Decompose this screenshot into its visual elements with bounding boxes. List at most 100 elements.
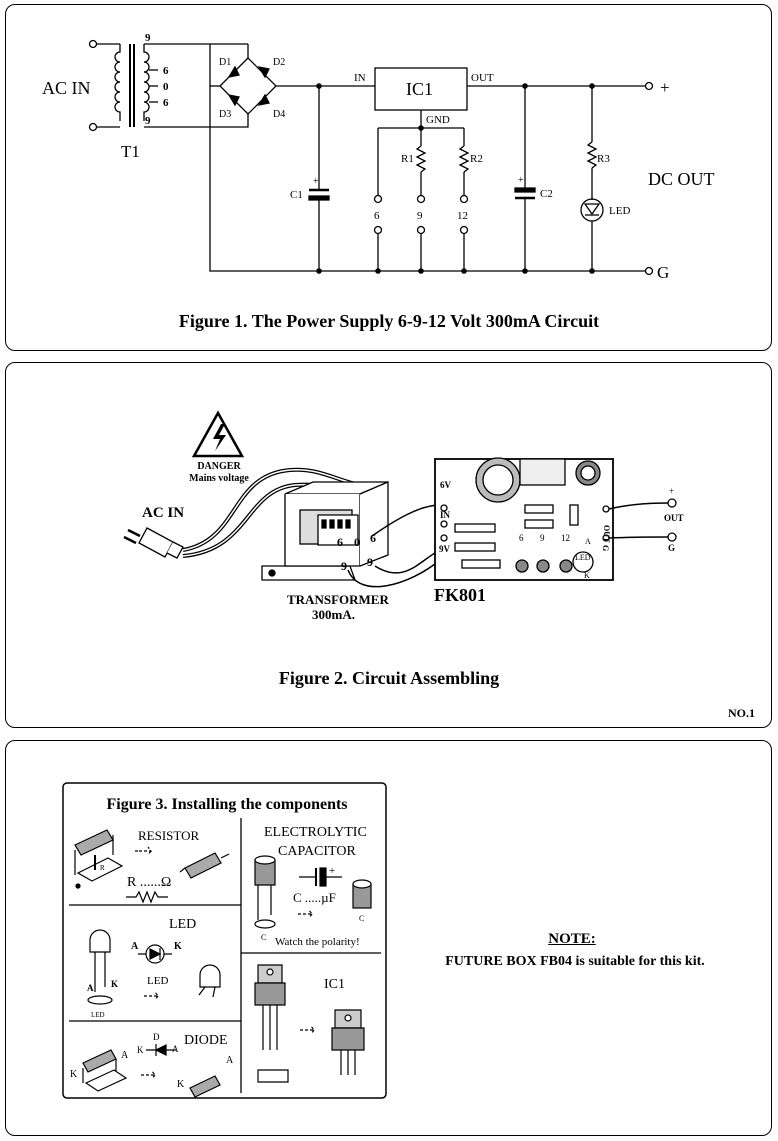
page-number: NO.1 — [728, 706, 755, 720]
board-jumper-9: 9 — [540, 533, 545, 543]
danger-label: DANGER — [197, 461, 241, 472]
schematic-panel — [5, 4, 772, 351]
assembly-illustration: DANGER Mains voltage AC IN 6 0 6 9 9 TRA… — [123, 410, 684, 622]
diode-pin-k: K — [70, 1069, 78, 1080]
tap-9-top: 9 — [145, 32, 151, 44]
cap-letter-right: C — [359, 914, 364, 923]
capacitor-label-2: CAPACITOR — [278, 844, 356, 859]
led-footprint-label: LED — [91, 1011, 105, 1019]
resistor-install-icon — [74, 829, 230, 889]
out-plus-mark: + — [669, 486, 674, 496]
board-out: OUT — [602, 525, 611, 543]
tap-9-left: 9 — [341, 559, 347, 573]
board-k: K — [584, 571, 590, 580]
board-a: A — [585, 537, 591, 546]
d3-label: D3 — [219, 109, 231, 120]
g-terminal-label: G — [668, 543, 675, 553]
ic1-label: IC1 — [406, 79, 433, 99]
led-section-label: LED — [169, 917, 196, 932]
mains-label: Mains voltage — [189, 473, 249, 484]
r2-label: R2 — [470, 153, 483, 165]
resistor-value: R ......Ω — [127, 875, 171, 890]
led-small-label: LED — [147, 975, 168, 987]
c2-polarity: + — [518, 175, 524, 186]
tap-9-right: 9 — [367, 555, 373, 569]
led-install-icon — [87, 929, 221, 1005]
d4-label: D4 — [273, 109, 285, 120]
ground-label: G — [657, 263, 669, 282]
t1-label: T1 — [121, 142, 140, 161]
led-pin-k: K — [111, 979, 118, 989]
cap-plus: + — [329, 865, 335, 877]
jumper-9-label: 9 — [417, 210, 423, 222]
transformer-rating: 300mA. — [312, 607, 355, 622]
diode-pin-a: A — [121, 1050, 129, 1061]
tap-6-right: 6 — [370, 531, 376, 545]
note-text: FUTURE BOX FB04 is suitable for this kit… — [445, 954, 705, 969]
diode-install-icon — [82, 1044, 221, 1098]
tap-9-bottom: 9 — [145, 115, 151, 127]
figure1-caption: Figure 1. The Power Supply 6-9-12 Volt 3… — [178, 311, 600, 331]
tap-0-mid: 0 — [354, 535, 360, 549]
mains-plug-icon — [123, 527, 184, 559]
capacitor-label-1: ELECTROLYTIC — [264, 825, 367, 840]
gnd-label: GND — [426, 114, 450, 126]
board-led: LED — [575, 553, 591, 562]
tap-6-left: 6 — [337, 535, 343, 549]
led-a: A — [131, 941, 139, 952]
led-pin-a: A — [87, 983, 94, 993]
d1-label: D1 — [219, 57, 231, 68]
led-label: LED — [609, 205, 630, 217]
board-in: IN — [440, 510, 451, 520]
c1-label: C1 — [290, 189, 303, 201]
diode-right-a: A — [226, 1055, 234, 1066]
resistor-symbol — [126, 890, 168, 904]
board-g: G — [601, 545, 610, 551]
ic1-section-label: IC1 — [324, 977, 345, 992]
board-jumper-12: 12 — [561, 533, 570, 543]
resistor-letter: R — [100, 864, 105, 872]
danger-warning-icon — [191, 410, 245, 458]
tap-6-top: 6 — [163, 65, 169, 77]
polarity-warning: Watch the polarity! — [275, 936, 360, 948]
ac-in-cord-label: AC IN — [142, 505, 184, 521]
cap-letter-left: C — [261, 933, 266, 942]
plus-label: + — [660, 78, 670, 97]
in-label: IN — [354, 72, 366, 84]
board-6v: 6V — [440, 480, 452, 490]
tap-6-bottom: 6 — [163, 97, 169, 109]
d2-label: D2 — [273, 57, 285, 68]
figure2-caption: Figure 2. Circuit Assembling — [278, 668, 500, 688]
ac-in-label: AC IN — [42, 78, 91, 98]
note-heading: NOTE: — [548, 931, 596, 947]
c2-label: C2 — [540, 188, 553, 200]
assembly-panel — [5, 362, 772, 728]
out-label: OUT — [471, 72, 494, 84]
jumper-12-label: 12 — [457, 210, 468, 222]
r3-label: R3 — [597, 153, 610, 165]
diode-section-label: DIODE — [184, 1033, 228, 1048]
regulator-install-icon — [254, 964, 365, 1083]
jumper-6-label: 6 — [374, 210, 380, 222]
cap-value: C .....µF — [293, 890, 336, 905]
board-jumper-6: 6 — [519, 533, 524, 543]
resistor-label: RESISTOR — [138, 828, 199, 843]
power-supply-schematic: AC IN T1 9 6 0 6 9 D1 D2 D3 D4 IN IC1 OU… — [42, 32, 715, 282]
board-9v: 9V — [439, 544, 451, 554]
out-terminal — [667, 498, 677, 508]
figure3-title: Figure 3. Installing the components — [106, 796, 347, 813]
c1-polarity: + — [313, 176, 319, 187]
diode-k-symbol: K — [137, 1045, 144, 1055]
g-terminal — [667, 532, 677, 542]
fk801-board-icon — [434, 457, 614, 581]
capacitor-install-icon — [254, 855, 372, 929]
led-k: K — [174, 941, 182, 952]
diode-a-symbol: A — [172, 1044, 179, 1054]
transformer-label: TRANSFORMER — [287, 592, 389, 607]
r1-label: R1 — [401, 153, 414, 165]
installation-panel — [5, 740, 772, 1136]
out-terminal-label: OUT — [664, 513, 684, 523]
diode-right-k: K — [177, 1079, 185, 1090]
diode-d-label: D — [153, 1032, 160, 1042]
